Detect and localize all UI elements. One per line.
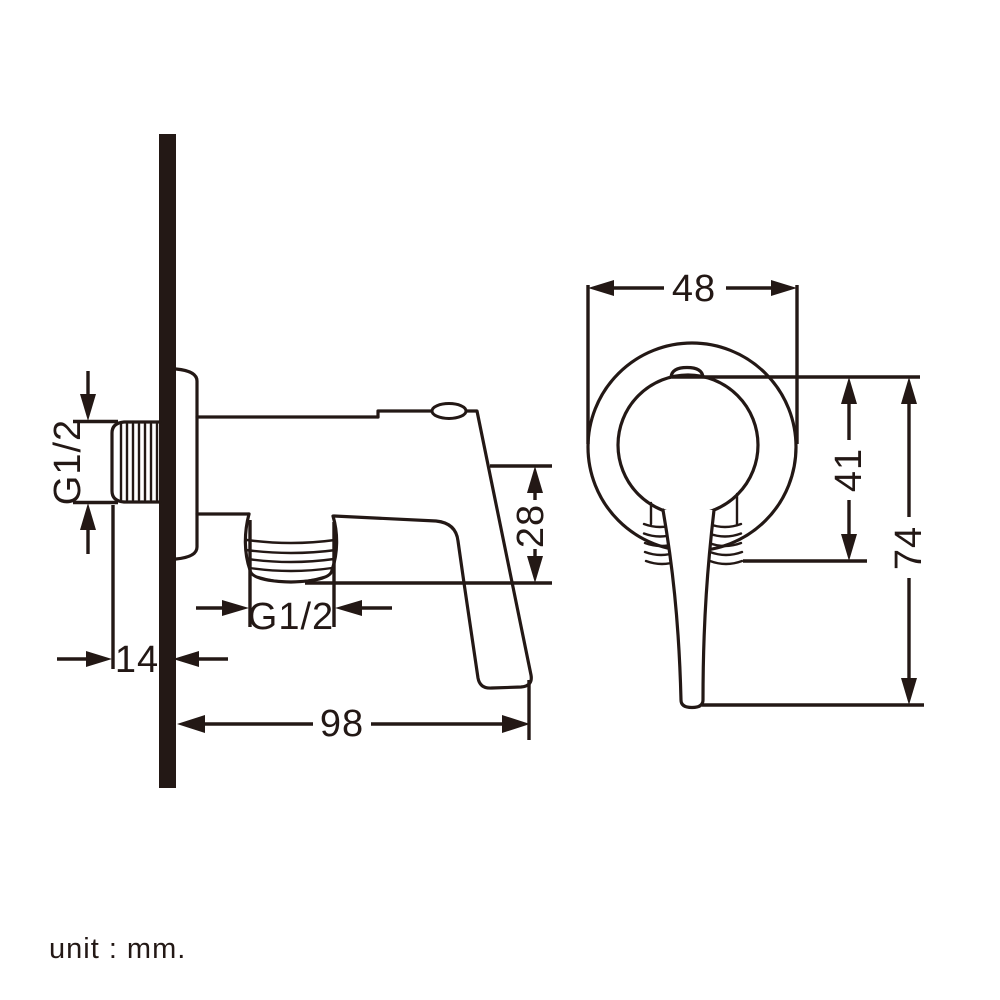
dim-body-height: [743, 377, 867, 563]
side-inlet-thread-ridges: [119, 422, 159, 502]
dim-inlet-thread: [73, 371, 118, 554]
side-block-and-handle: [332, 409, 533, 690]
dim-label-escutcheon-width: 48: [671, 268, 717, 310]
side-dimensions: [57, 371, 552, 740]
dim-label-overall-projection: 98: [319, 703, 365, 745]
front-top-tab: [669, 365, 705, 379]
dim-label-inlet-thread: G1/2: [47, 418, 89, 506]
dim-outlet-thread: [196, 520, 392, 627]
dim-label-wall-protrusion: 14: [114, 639, 160, 681]
dim-label-overall-height: 74: [888, 525, 930, 571]
side-outlet-thread-ridges: [244, 538, 338, 584]
dim-overall-projection: [177, 680, 531, 740]
front-thread-coils: [642, 492, 744, 566]
dim-body-to-outlet-drop: [305, 464, 552, 585]
front-handle-outline: [661, 508, 716, 710]
front-handle-fill: [663, 510, 714, 708]
wall-bar: [159, 134, 176, 788]
side-escutcheon-flange: [174, 367, 199, 561]
dim-overall-height: [702, 377, 924, 707]
side-view: [110, 134, 533, 788]
dim-wall-protrusion: [57, 505, 228, 669]
dim-label-body-to-outlet-drop: 28: [510, 503, 552, 549]
side-inlet-pipe: [110, 420, 162, 504]
front-view: [586, 341, 798, 710]
dim-label-body-height: 41: [828, 447, 870, 493]
front-dimensions: [586, 280, 924, 707]
side-screw-oval: [430, 402, 468, 420]
dim-label-outlet-thread: G1/2: [247, 596, 335, 638]
unit-note: unit : mm.: [49, 933, 187, 965]
dim-escutcheon-width: [586, 280, 799, 444]
